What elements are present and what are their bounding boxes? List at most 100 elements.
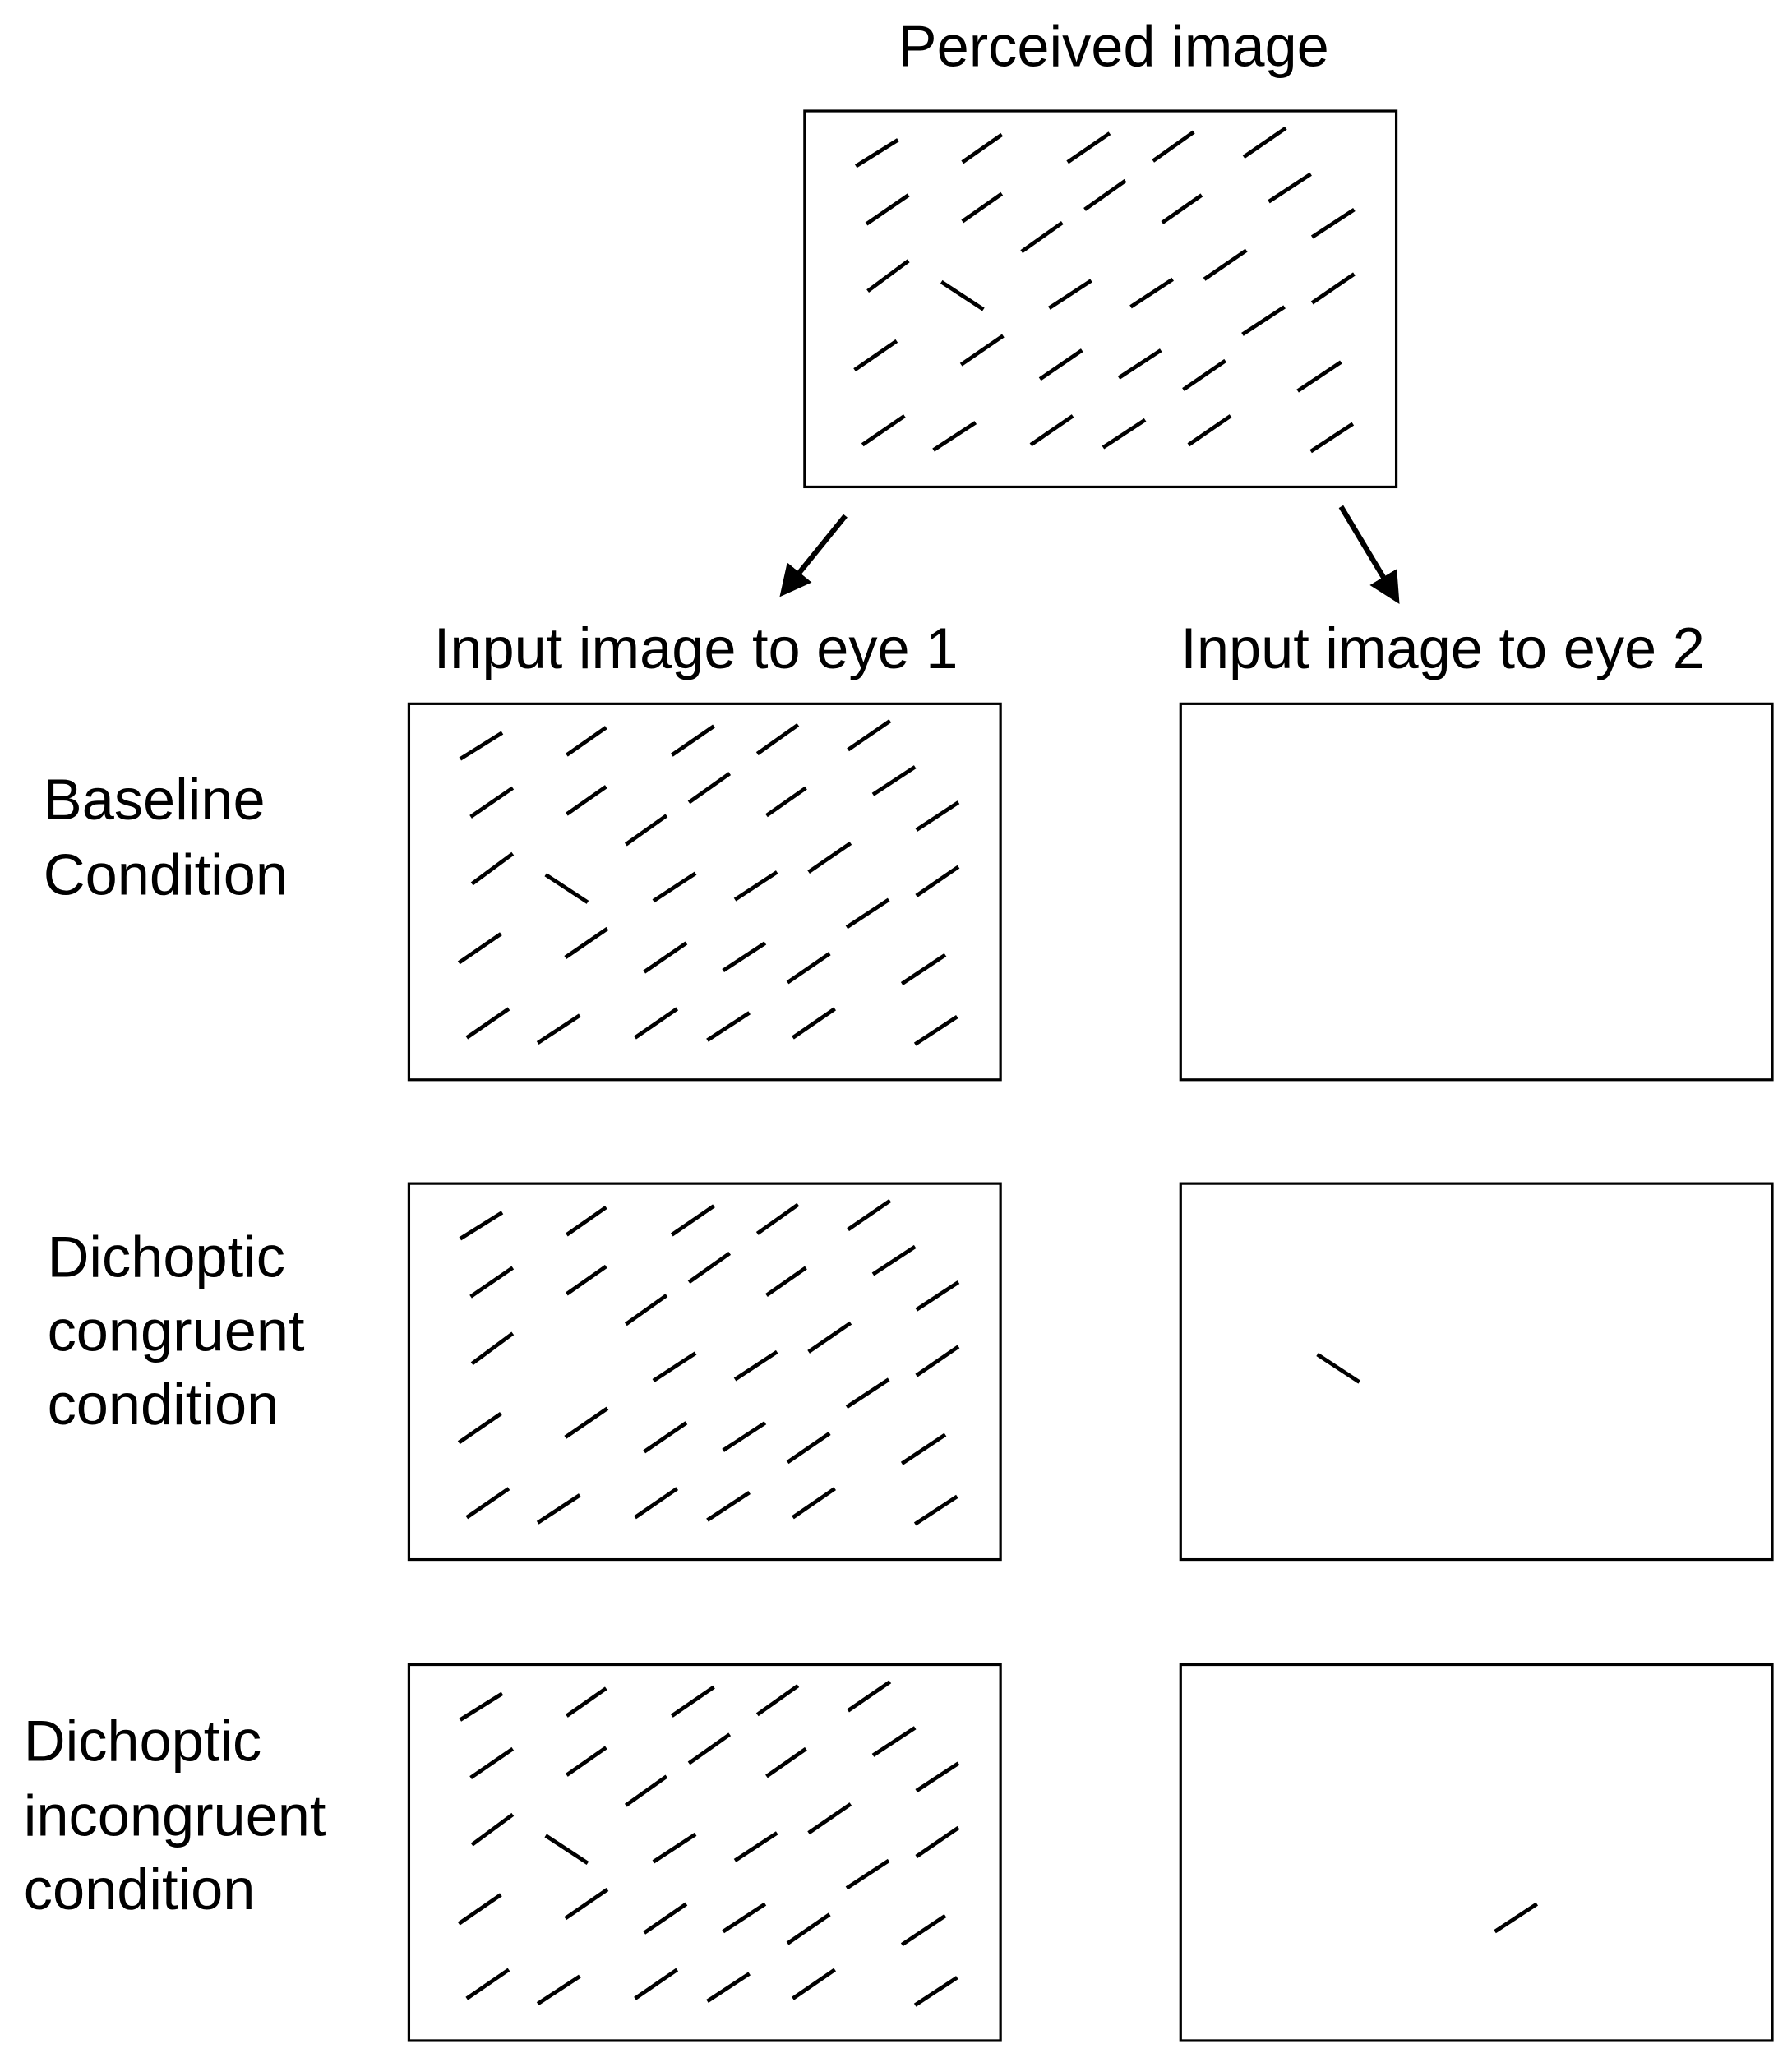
stimulus-line (536, 1493, 581, 1525)
stimulus-line (465, 1487, 510, 1520)
stimulus-line (1161, 193, 1203, 224)
svg-text:incongruent: incongruent (24, 1783, 326, 1848)
svg-text:congruent: congruent (48, 1298, 305, 1363)
stimulus-line (792, 1007, 836, 1040)
stimulus-line (807, 841, 852, 874)
stimulus-line (457, 1412, 502, 1445)
stimulus-line (565, 1264, 607, 1296)
stimulus-line (564, 926, 609, 960)
stimulus-line (670, 724, 715, 757)
svg-text:condition: condition (48, 1372, 279, 1437)
panel-frame (803, 109, 1398, 489)
stimulus-line (1129, 277, 1174, 309)
stimulus-line (871, 765, 917, 796)
baseline-eye2-panel (1179, 702, 1774, 1082)
stimulus-line (733, 870, 778, 902)
svg-text:Dichoptic: Dichoptic (48, 1225, 285, 1289)
stimulus-line (847, 1680, 892, 1713)
stimulus-line (624, 1774, 668, 1807)
stimulus-line (871, 1726, 917, 1757)
stimulus-line (755, 1684, 800, 1717)
stimulus-line (847, 719, 892, 752)
stimulus-line (652, 1832, 697, 1864)
stimulus-line (459, 731, 504, 761)
stimulus-line (470, 1812, 515, 1847)
stimulus-line (913, 1976, 958, 2007)
stimulus-line (565, 726, 607, 757)
stimulus-line (900, 1914, 947, 1947)
stimulus-line (634, 1968, 679, 2000)
stimulus-line (1494, 1902, 1539, 1934)
stimulus-line (706, 1972, 751, 2003)
stimulus-line (470, 1331, 515, 1366)
stimulus-line (652, 1351, 697, 1383)
stimulus-line (652, 871, 697, 903)
stimulus-line (792, 1968, 836, 2000)
stimulus-line (961, 191, 1004, 224)
stimulus-line (915, 865, 960, 897)
stimulus-line (765, 1746, 807, 1778)
stimulus-line (565, 785, 607, 816)
stimulus-line (847, 1198, 892, 1232)
stimulus-line (1268, 172, 1312, 204)
stimulus-line (1102, 418, 1147, 450)
stimulus-line (1187, 414, 1232, 447)
stimulus-line (845, 1858, 890, 1890)
stimulus-line (536, 1974, 581, 2006)
stimulus-line (845, 897, 890, 930)
stimulus-line (687, 1251, 732, 1285)
stimulus-line (915, 1345, 960, 1377)
panel-frame (407, 1182, 1002, 1562)
stimulus-line (564, 1406, 609, 1439)
stimulus-line (792, 1487, 836, 1520)
stimulus-line (913, 1014, 958, 1046)
stimulus-line (643, 941, 688, 974)
stimulus-line (807, 1321, 852, 1354)
stimulus-line (765, 786, 807, 818)
stimulus-line (722, 1421, 767, 1452)
stimulus-line (1309, 422, 1355, 454)
stimulus-line (706, 1490, 751, 1522)
stimulus-line (722, 941, 767, 973)
stimulus-line (755, 722, 800, 756)
stimulus-line (670, 1204, 715, 1237)
stimulus-line (786, 952, 831, 985)
stimulus-line (786, 1432, 831, 1465)
stimulus-line (670, 1685, 715, 1718)
eye2-column-title: Input image to eye 2 (1180, 616, 1705, 680)
stimulus-line (565, 1205, 607, 1237)
stimulus-line (845, 1377, 890, 1409)
arrow-to-eye1 (779, 514, 848, 597)
incongruent-eye2-panel (1179, 1663, 1774, 2042)
stimulus-line (536, 1013, 581, 1045)
stimulus-line (565, 1746, 607, 1777)
stimulus-line (465, 1007, 510, 1040)
stimulus-line (687, 772, 732, 805)
stimulus-line (959, 334, 1005, 367)
stimulus-line (564, 1888, 609, 1921)
stimulus-line (1310, 207, 1356, 239)
stimulus-line (1048, 279, 1092, 310)
stimulus-line (470, 851, 515, 886)
svg-text:Baseline: Baseline (44, 767, 266, 832)
stimulus-line (913, 1494, 958, 1526)
panel-frame (1179, 702, 1774, 1082)
stimulus-line (544, 1834, 589, 1866)
stimulus-line (900, 1432, 947, 1465)
stimulus-line (722, 1902, 767, 1934)
stimulus-line (807, 1802, 852, 1835)
stimulus-line (459, 1211, 504, 1241)
stimulus-line (733, 1831, 778, 1862)
stimulus-line (915, 1761, 960, 1793)
stimulus-line (634, 1487, 679, 1520)
stimulus-line (643, 1902, 688, 1935)
congruent-eye2-panel (1179, 1182, 1774, 1562)
stimulus-line (1182, 358, 1227, 392)
stimulus-line (866, 259, 910, 293)
stimulus-line (1316, 1353, 1361, 1384)
stimulus-line (1310, 272, 1356, 305)
stimulus-line (1241, 305, 1286, 336)
stimulus-line (469, 786, 515, 819)
stimulus-line (565, 1686, 607, 1718)
stimulus-line (1117, 348, 1162, 380)
